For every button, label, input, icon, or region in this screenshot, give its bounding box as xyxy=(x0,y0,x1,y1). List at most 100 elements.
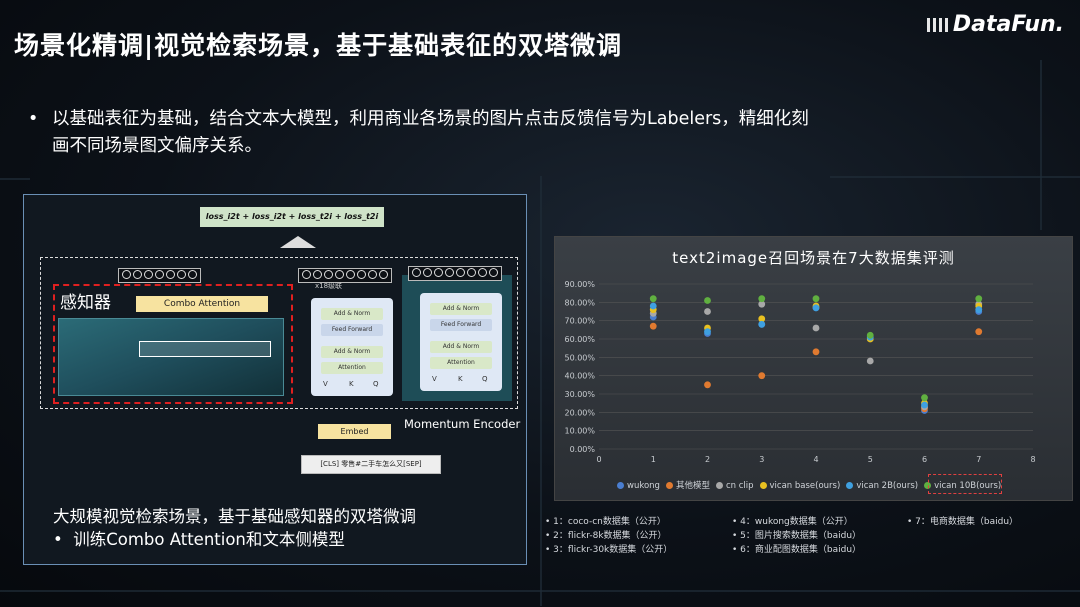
legend-label: vican 2B(ours) xyxy=(856,481,919,491)
data-point xyxy=(758,295,766,303)
x18-label: x18级联 xyxy=(315,282,343,290)
perceiver-label: 感知器 xyxy=(60,293,111,313)
attention-block: Attention xyxy=(430,357,492,369)
data-point xyxy=(921,401,928,409)
attention-block: Attention xyxy=(321,362,383,374)
data-point xyxy=(812,348,820,356)
cls-input: [CLS] 零售#二手车怎么又[SEP] xyxy=(301,455,441,474)
x-tick-label: 0 xyxy=(596,455,601,464)
y-tick-label: 40.00% xyxy=(564,372,595,381)
momentum-encoder: Add & Norm Feed Forward Add & Norm Atten… xyxy=(420,293,502,391)
q-label: Q xyxy=(482,375,488,383)
image-token-row xyxy=(118,268,201,283)
ours-highlight-box xyxy=(928,474,1002,494)
legend-label: vican base(ours) xyxy=(769,481,841,491)
momentum-token-row xyxy=(408,266,502,281)
k-label: K xyxy=(458,375,463,383)
logo-dots-icon xyxy=(926,18,949,32)
feed-forward-block: Feed Forward xyxy=(321,324,383,336)
bullet-dot: • xyxy=(53,530,63,549)
legend-swatch xyxy=(924,482,932,489)
data-point xyxy=(649,295,657,303)
dual-tower-box xyxy=(40,257,518,409)
y-tick-label: 90.00% xyxy=(564,280,595,289)
data-point xyxy=(704,297,711,304)
q-label: Q xyxy=(373,380,379,388)
data-point xyxy=(758,320,766,328)
add-norm-block: Add & Norm xyxy=(321,308,383,320)
eval-chart: text2image召回场景在7大数据集评测 0.00% 10.00% 20.00%… xyxy=(554,236,1073,501)
feed-forward-block: Feed Forward xyxy=(430,319,492,331)
bg-line xyxy=(0,178,30,180)
top-bullet: • 以基础表征为基础，结合文本大模型，利用商业各场景的图片点击反馈信号为Labe… xyxy=(28,106,812,160)
x-tick-label: 2 xyxy=(705,455,710,464)
logo-text: DataFun. xyxy=(952,12,1064,37)
dataset-note: • 1：coco-cn数据集（公开） xyxy=(545,517,666,527)
legend-swatch xyxy=(846,482,854,489)
data-point xyxy=(649,302,657,310)
bullet-dot: • xyxy=(28,109,39,129)
data-point xyxy=(866,331,874,339)
top-bullet-text: 以基础表征为基础，结合文本大模型，利用商业各场景的图片点击反馈信号为Labele… xyxy=(52,109,809,156)
bg-line xyxy=(1040,60,1042,230)
text-token-row xyxy=(298,268,392,283)
data-point xyxy=(704,308,711,315)
y-tick-label: 10.00% xyxy=(564,427,595,436)
legend-label: 其他模型 xyxy=(675,481,710,491)
x-tick-label: 7 xyxy=(976,455,981,464)
bottom-line-2-text: 训练Combo Attention和文本侧模型 xyxy=(73,530,345,549)
page-title: 场景化精调|视觉检索场景，基于基础表征的双塔微调 xyxy=(14,31,623,60)
y-tick-label: 50.00% xyxy=(564,353,595,362)
legend-label: vican 10B(ours) xyxy=(934,481,1002,491)
data-point xyxy=(704,381,711,389)
chart-legend: wukong 其他模型 cn clip vican base(ours) vican 2… xyxy=(611,479,1001,491)
x-tick-label: 3 xyxy=(759,455,764,464)
data-point xyxy=(866,357,874,365)
image-feature-scene xyxy=(58,318,284,396)
dataset-note: • 2：flickr-8k数据集（公开） xyxy=(545,531,667,541)
y-tick-label: 30.00% xyxy=(564,390,595,399)
chart-title: text2image召回场景在7大数据集评测 xyxy=(672,249,955,267)
legend-label: cn clip xyxy=(725,481,754,491)
up-arrow-icon xyxy=(280,236,316,248)
dataset-note: • 7：电商数据集（baidu） xyxy=(907,517,1019,527)
bg-line xyxy=(830,176,1080,178)
v-label: V xyxy=(432,375,437,383)
bottom-left-text: 大规模视觉检索场景，基于基础感知器的双塔微调 • 训练Combo Attenti… xyxy=(53,505,416,551)
data-point xyxy=(975,306,983,314)
combo-attention-block: Combo Attention xyxy=(136,296,268,312)
data-point xyxy=(812,295,820,303)
legend-swatch xyxy=(715,482,723,489)
y-tick-label: 60.00% xyxy=(564,335,595,344)
bg-line xyxy=(540,176,542,606)
text-encoder: Add & Norm Feed Forward Add & Norm Atten… xyxy=(311,298,393,396)
legend-swatch xyxy=(665,482,673,489)
data-point xyxy=(975,295,983,303)
x-tick-label: 5 xyxy=(868,455,873,464)
data-point xyxy=(975,328,983,336)
loss-formula: loss_i2t + loss_i2t + loss_t2i + loss_t2… xyxy=(200,207,384,227)
bottom-line-2: • 训练Combo Attention和文本侧模型 xyxy=(53,528,416,551)
dataset-note: • 3：flickr-30k数据集（公开） xyxy=(545,545,673,555)
add-norm-block: Add & Norm xyxy=(321,346,383,358)
y-tick-label: 80.00% xyxy=(564,298,595,307)
x-tick-label: 8 xyxy=(1030,455,1035,464)
data-point xyxy=(758,300,766,308)
datafun-logo: DataFun. xyxy=(926,12,1064,37)
data-point xyxy=(649,322,657,330)
add-norm-block: Add & Norm xyxy=(430,341,492,353)
legend-swatch xyxy=(759,482,767,489)
embed-block: Embed xyxy=(318,424,391,439)
data-point xyxy=(704,328,711,336)
add-norm-block: Add & Norm xyxy=(430,303,492,315)
dataset-note: • 4：wukong数据集（公开） xyxy=(732,517,853,527)
dataset-note: • 5：图片搜索数据集（baidu） xyxy=(732,531,862,541)
chart-svg: 0.00% 10.00% 20.00% 30.00% 40.00% 50.00% 60.00… xyxy=(564,280,1035,464)
y-tick-label: 0.00% xyxy=(570,445,596,454)
y-tick-label: 20.00% xyxy=(564,408,595,417)
data-point xyxy=(812,324,820,332)
data-point xyxy=(812,304,820,312)
legend-label: wukong xyxy=(627,481,660,491)
y-tick-label: 70.00% xyxy=(564,317,595,326)
